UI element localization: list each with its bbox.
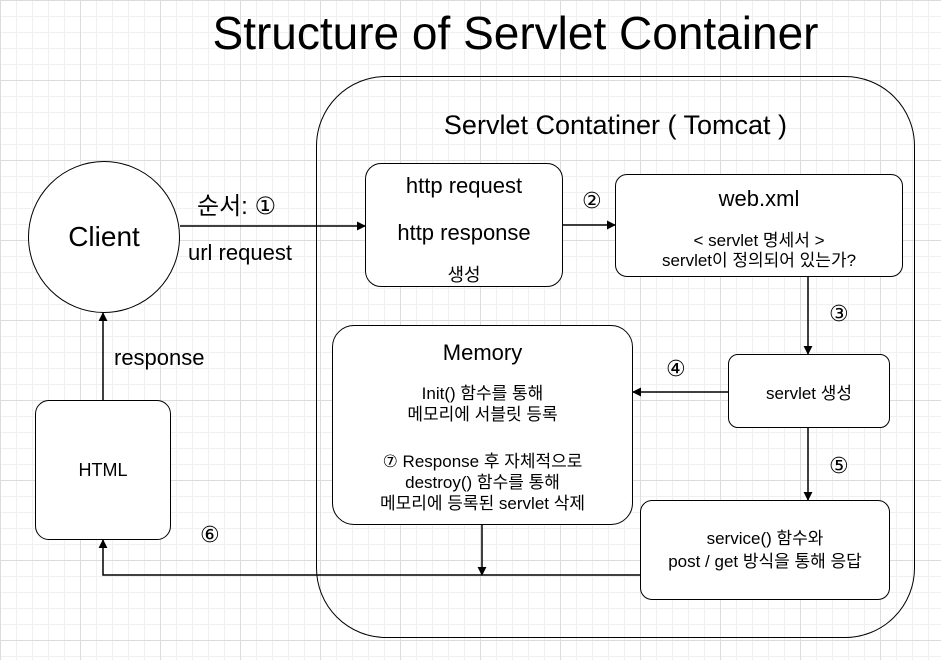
step-6-label: ⑥ xyxy=(200,522,220,547)
memory-title: Memory xyxy=(442,340,523,365)
web-xml-description: < servlet 명세서 > servlet이 정의되어 있는가? xyxy=(616,231,902,271)
service-node: service() 함수와 post / get 방식을 통해 응답 xyxy=(640,500,890,600)
servlet-create-node: servlet 생성 xyxy=(728,354,890,428)
step-5-label: ⑤ xyxy=(829,453,849,478)
response-label: response xyxy=(114,345,205,370)
diagram-title: Structure of Servlet Container xyxy=(212,7,819,59)
memory-destroy-text: ⑦ Response 후 자체적으로 destroy() 함수를 통해 메모리에… xyxy=(333,451,632,514)
http-create-label: 생성 xyxy=(447,265,481,285)
http-request-label: http request xyxy=(405,173,523,198)
step-4-label: ④ xyxy=(666,356,686,381)
step-2-label: ② xyxy=(582,188,602,213)
memory-line-1: Init() 함수를 통해 xyxy=(421,384,544,403)
http-request-response-node: http request http response 생성 xyxy=(365,163,563,287)
http-response-label: http response xyxy=(397,220,531,245)
client-label: Client xyxy=(68,221,140,252)
memory-line-3: ⑦ Response 후 자체적으로 xyxy=(382,452,583,471)
arrow-service-to-html xyxy=(98,539,640,576)
memory-node: Memory Init() 함수를 통해 메모리에 서블릿 등록 ⑦ Respo… xyxy=(332,325,633,525)
servlet-create-label: servlet 생성 xyxy=(765,383,853,403)
memory-init-text: Init() 함수를 통해 메모리에 서블릿 등록 xyxy=(333,383,632,425)
web-xml-line-2: servlet이 정의되어 있는가? xyxy=(661,251,857,270)
step-3-label: ③ xyxy=(829,301,849,326)
service-line-1: service() 함수와 xyxy=(706,529,824,548)
url-request-label: url request xyxy=(188,240,292,265)
web-xml-line-1: < servlet 명세서 > xyxy=(693,231,825,250)
web-xml-node: web.xml < servlet 명세서 > servlet이 정의되어 있는… xyxy=(615,174,903,277)
memory-line-2: 메모리에 서블릿 등록 xyxy=(407,405,558,424)
servlet-container-boundary xyxy=(316,76,915,638)
html-label: HTML xyxy=(78,459,128,480)
html-node: HTML xyxy=(35,400,171,540)
memory-line-5: 메모리에 등록된 servlet 삭제 xyxy=(380,494,585,513)
memory-line-4: destroy() 함수를 통해 xyxy=(405,473,560,492)
service-line-2: post / get 방식을 통해 응답 xyxy=(668,552,862,571)
container-title: Servlet Contatiner ( Tomcat ) xyxy=(443,110,788,140)
web-xml-title: web.xml xyxy=(718,186,800,211)
order-step-1-label: 순서: ① xyxy=(197,193,277,220)
